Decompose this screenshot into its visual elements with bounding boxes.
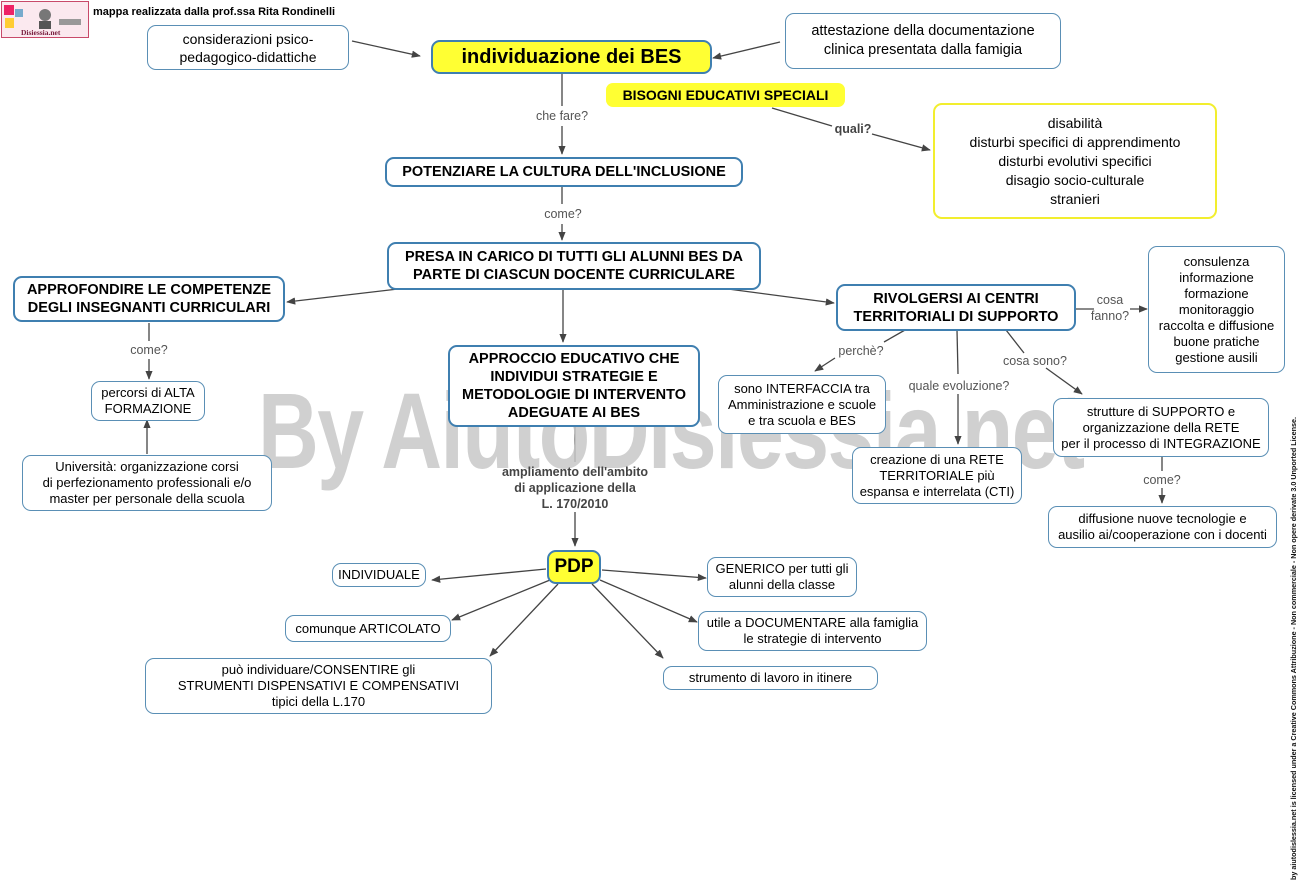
node-articolato: comunque ARTICOLATO [285, 615, 451, 642]
node-considerazioni: considerazioni psico- pedagogico-didatti… [147, 25, 349, 70]
node-presa: PRESA IN CARICO DI TUTTI GLI ALUNNI BES … [387, 242, 761, 290]
label-quali: quali? [834, 122, 872, 136]
node-rivolgersi: RIVOLGERSI AI CENTRI TERRITORIALI DI SUP… [836, 284, 1076, 331]
link-cosasono-strutture [1045, 367, 1083, 395]
node-attestazione: attestazione della documentazione clinic… [785, 13, 1061, 69]
link-pdp-strumenti [489, 583, 559, 657]
label-ampliamento: ampliamento dell'ambito di applicazione … [501, 465, 649, 511]
node-universita: Università: organizzazione corsi di perf… [22, 455, 272, 511]
node-categorie: disabilità disturbi specifici di apprend… [933, 103, 1217, 219]
label-perche: perchè? [838, 344, 884, 358]
label-come-3: come? [1143, 473, 1181, 487]
label-quale-evoluzione: quale evoluzione? [908, 379, 1010, 393]
link-rivolgersi-perche [883, 329, 906, 343]
link-pdp-documentare [599, 579, 698, 623]
link-rivolgersi-evoluzione [956, 329, 959, 375]
link-rivolgersi-cosasono [1005, 329, 1025, 354]
node-consulenza: consulenza informazione formazione monit… [1148, 246, 1285, 373]
link-pdp-individuale [431, 568, 547, 583]
author-credit: mappa realizzata dalla prof.ssa Rita Ron… [93, 6, 336, 18]
node-generico: GENERICO per tutti gli alunni della clas… [707, 557, 857, 597]
label-che-fare: che fare? [535, 109, 589, 123]
link-pdp-articolato [451, 579, 551, 621]
link-bisogni-quali [771, 107, 833, 127]
label-cosa-sono: cosa sono? [1003, 354, 1067, 368]
label-come-1: come? [544, 207, 582, 221]
node-potenziare: POTENZIARE LA CULTURA DELL'INCLUSIONE [385, 157, 743, 187]
link-pdp-generico [601, 569, 707, 582]
node-rete: creazione di una RETE TERRITORIALE più e… [852, 447, 1022, 504]
node-percorsi: percorsi di ALTA FORMAZIONE [91, 381, 205, 421]
node-bisogni: BISOGNI EDUCATIVI SPECIALI [606, 83, 845, 107]
link-attestazione-main [712, 41, 781, 60]
license-note: by aiutodislessia.net is licensed under … [1289, 416, 1298, 880]
node-approccio: APPROCCIO EDUCATIVO CHE INDIVIDUI STRATE… [448, 345, 700, 427]
node-interfaccia: sono INTERFACCIA tra Amministrazione e s… [718, 375, 886, 434]
node-strutture: strutture di SUPPORTO e organizzazione d… [1053, 398, 1269, 457]
link-perche-interfaccia [814, 357, 836, 372]
node-main: individuazione dei BES [431, 40, 712, 74]
node-approfondire: APPROFONDIRE LE COMPETENZE DEGLI INSEGNA… [13, 276, 285, 322]
node-pdp: PDP [547, 550, 601, 584]
node-strumenti: può individuare/CONSENTIRE gli STRUMENTI… [145, 658, 492, 714]
node-itinere: strumento di lavoro in itinere [663, 666, 878, 690]
node-diffusione: diffusione nuove tecnologie e ausilio ai… [1048, 506, 1277, 548]
node-documentare: utile a DOCUMENTARE alla famiglia le str… [698, 611, 927, 651]
link-quali-categorie [871, 133, 931, 152]
site-logo: Disiessia.net [1, 1, 89, 38]
link-considerazioni-main [351, 40, 421, 58]
label-cosa-fanno: cosa fanno? [1090, 293, 1130, 323]
logo-text: Disiessia.net [21, 28, 61, 37]
link-pdp-itinere [591, 583, 664, 659]
link-presa-rivolgersi [727, 288, 835, 306]
node-individuale: INDIVIDUALE [332, 563, 426, 587]
label-come-2: come? [130, 343, 168, 357]
link-presa-approfondire [286, 288, 399, 305]
